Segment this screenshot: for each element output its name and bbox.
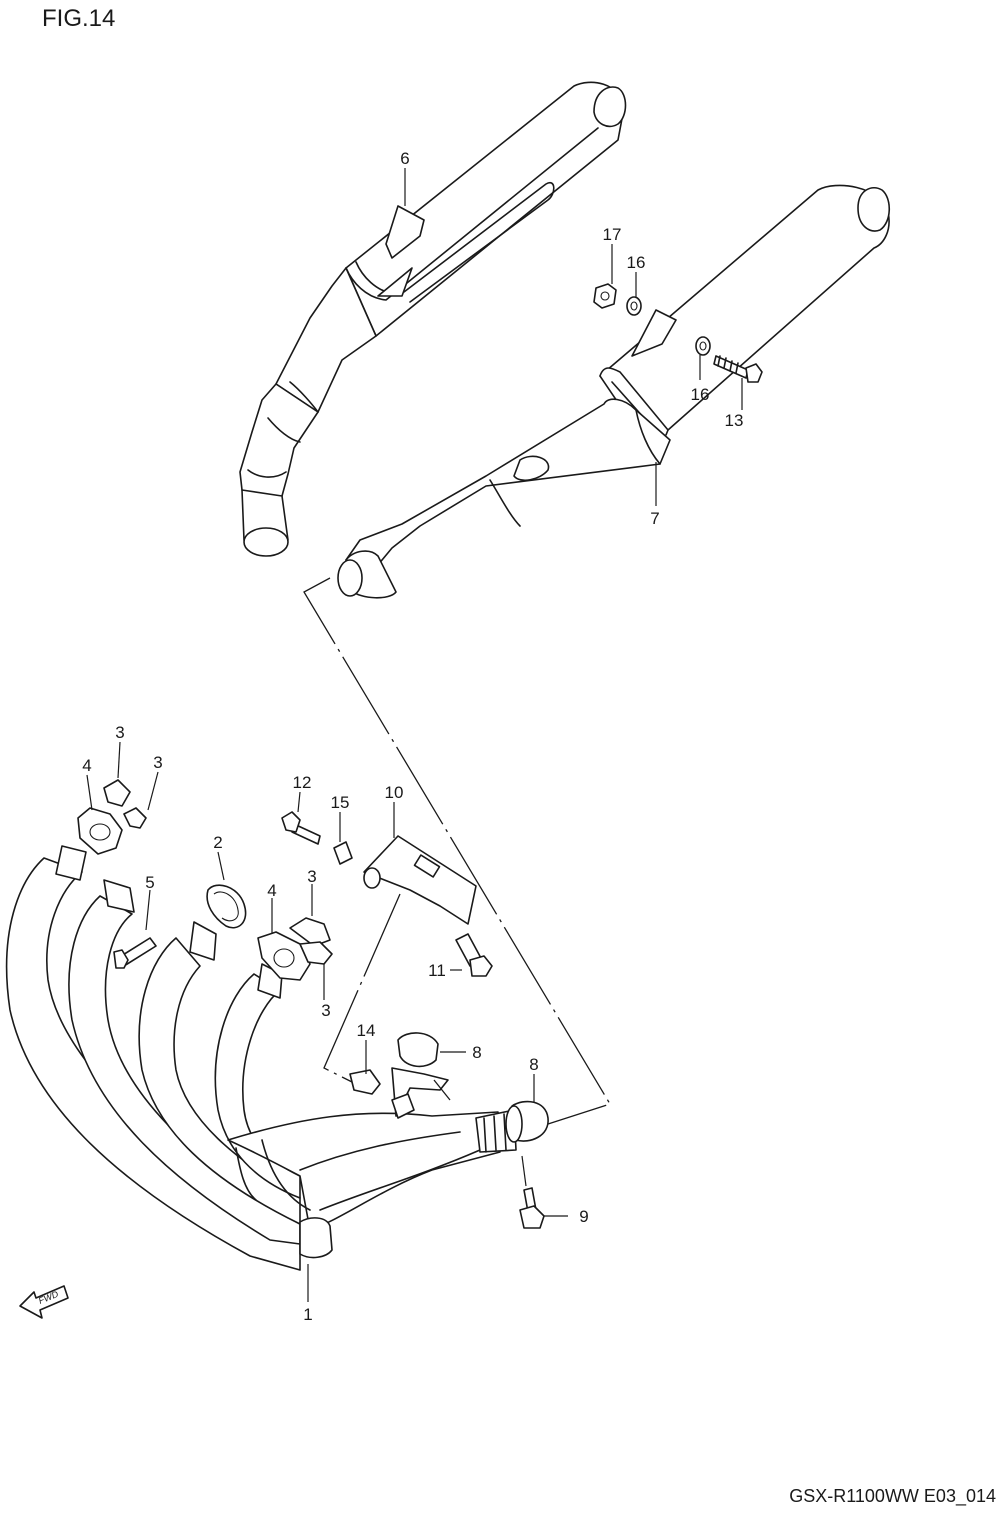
forward-arrow-icon: FWD	[19, 1285, 69, 1319]
callout-3-a: 3	[115, 723, 124, 742]
callout-3-b: 3	[153, 753, 162, 772]
callout-16-bottom: 16	[691, 385, 710, 404]
callout-3-c: 3	[307, 867, 316, 886]
callout-12: 12	[293, 773, 312, 792]
footer-code: GSX-R1100WW E03_014	[789, 1486, 996, 1507]
nut-part-17	[593, 283, 617, 309]
callout-13: 13	[725, 411, 744, 430]
callout-15: 15	[331, 793, 350, 812]
callout-5: 5	[145, 873, 154, 892]
callout-11: 11	[428, 961, 446, 980]
callout-4-b: 4	[267, 881, 276, 900]
callout-8-b: 8	[529, 1055, 538, 1074]
muffler-left-part-6	[239, 81, 627, 557]
callout-10: 10	[385, 783, 404, 802]
callout-leaders	[86, 168, 743, 1302]
callout-labels: 6 17 16 16 13 7 3 3 4 5 2 4 3 3 12 15 10…	[82, 149, 743, 1324]
spacer-part-15	[333, 841, 353, 865]
flange-part-4b	[257, 931, 311, 981]
callout-14: 14	[357, 1021, 376, 1040]
washer-part-16b	[695, 336, 711, 356]
joint-part-3b	[123, 807, 147, 829]
washer-part-16	[626, 296, 642, 316]
flanges-and-joints	[77, 779, 333, 981]
flange-part-4a	[77, 807, 123, 855]
callout-6: 6	[400, 149, 409, 168]
callout-16-top: 16	[627, 253, 646, 272]
callout-17: 17	[603, 225, 622, 244]
callout-3-d: 3	[321, 1001, 330, 1020]
figure-title: FIG.14	[42, 5, 115, 32]
callout-2: 2	[213, 833, 222, 852]
spacer-part-14	[349, 1069, 381, 1095]
callout-8-a: 8	[472, 1043, 481, 1062]
muffler-right-part-7	[337, 184, 891, 599]
joint-part-3d	[299, 941, 333, 965]
callout-1: 1	[303, 1305, 312, 1324]
callout-7: 7	[650, 509, 659, 528]
gasket-part-2	[206, 884, 247, 929]
assembly-guide-lines	[303, 577, 611, 1125]
hanger-bracket-part-10	[281, 811, 545, 1229]
joint-part-3a	[103, 779, 131, 807]
callout-9: 9	[579, 1207, 588, 1226]
callout-4-a: 4	[82, 756, 91, 775]
muffler-mount-hardware	[593, 283, 763, 383]
exhaust-header-part-1	[5, 845, 549, 1271]
